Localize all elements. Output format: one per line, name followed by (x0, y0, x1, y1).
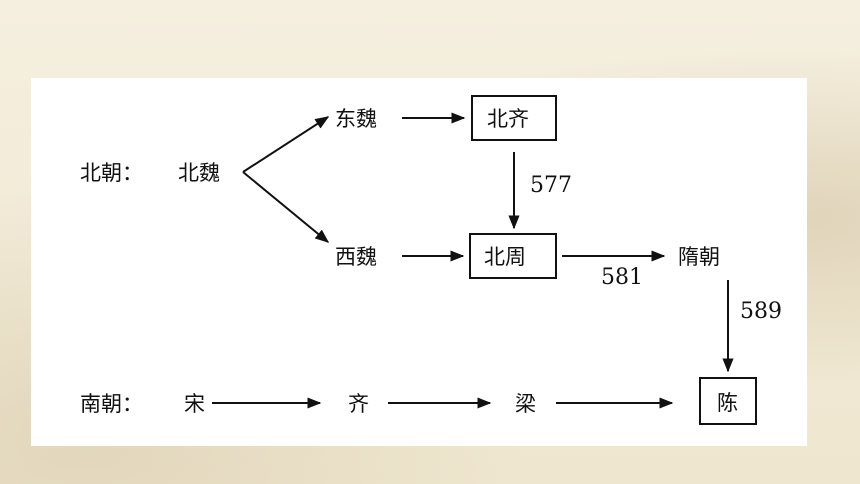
node-dong-wei: 东魏 (335, 107, 377, 131)
node-chen: 陈 (717, 391, 738, 415)
node-box-bei-qi (471, 95, 557, 141)
node-song: 宋 (184, 392, 205, 416)
node-bei-qi: 北齐 (487, 107, 529, 131)
node-bei-wei: 北魏 (178, 161, 220, 185)
arrow-bei-wei-to-dong-wei (242, 116, 330, 173)
node-xi-wei: 西魏 (335, 245, 377, 269)
arrow-bei-wei-to-xi-wei (242, 171, 330, 243)
node-box-bei-zhou (469, 233, 557, 279)
node-sui: 隋朝 (678, 245, 720, 269)
north-label: 北朝： (80, 161, 143, 185)
node-qi: 齐 (348, 392, 369, 416)
year-581: 581 (601, 265, 643, 290)
year-589: 589 (740, 299, 782, 324)
diagram-panel (31, 78, 807, 446)
year-577: 577 (530, 173, 572, 198)
node-bei-zhou: 北周 (484, 245, 526, 269)
node-box-chen (699, 377, 757, 425)
south-label: 南朝： (80, 392, 143, 416)
node-liang: 梁 (515, 392, 536, 416)
